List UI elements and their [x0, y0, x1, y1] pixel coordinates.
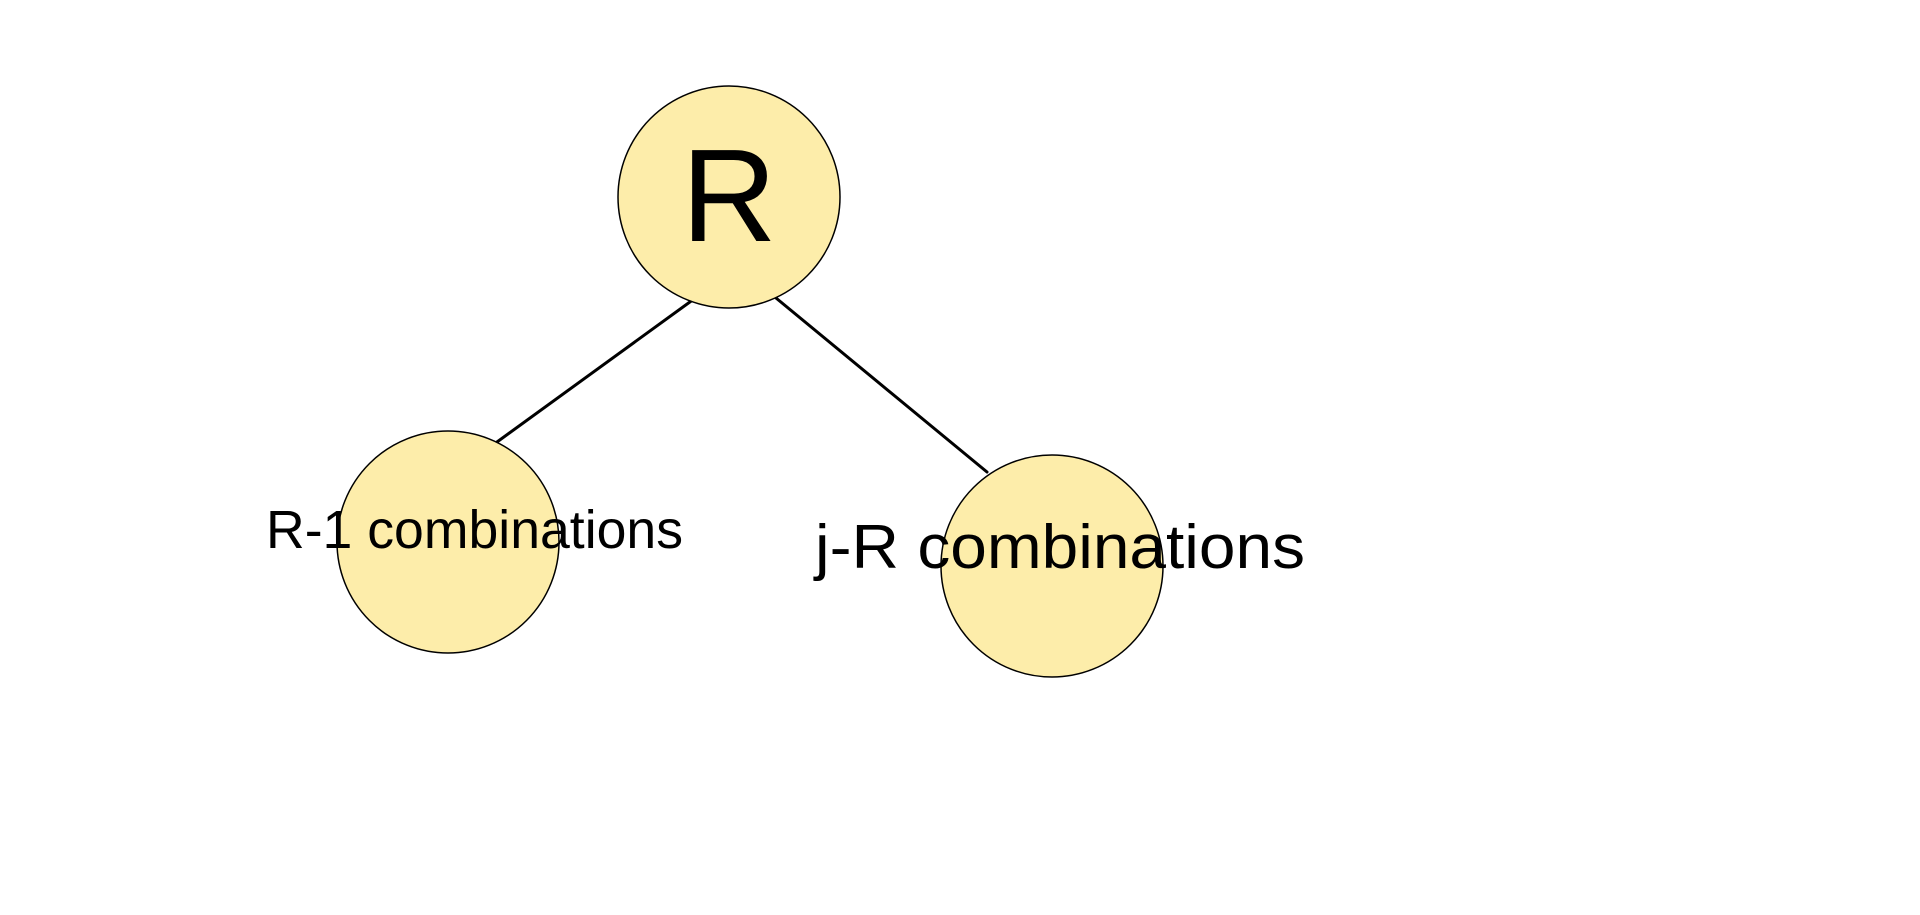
right-child-node: j-R combinations: [813, 454, 1305, 678]
root-node: R: [617, 85, 841, 309]
left-child-node: R-1 combinations: [266, 430, 683, 654]
root-node-circle: [617, 85, 841, 309]
right-child-node-label: j-R combinations: [813, 513, 1305, 582]
right-child-node-circle: [940, 454, 1164, 678]
edge-root-to-left-child: [495, 297, 696, 444]
edge-root-to-right-child: [774, 296, 989, 474]
left-child-node-label: R-1 combinations: [266, 500, 683, 560]
left-child-node-circle: [336, 430, 560, 654]
root-node-label: R: [681, 122, 776, 269]
